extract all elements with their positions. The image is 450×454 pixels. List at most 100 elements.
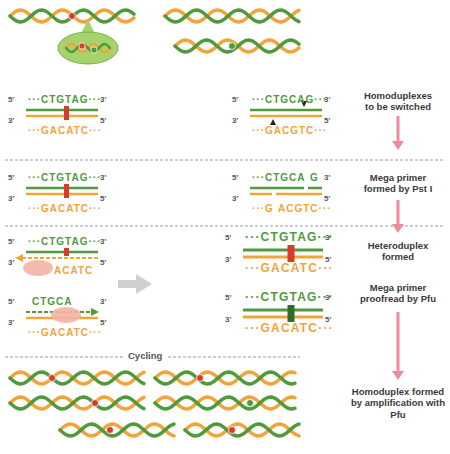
helix-strand xyxy=(175,40,299,52)
cut-site-marker xyxy=(270,119,276,125)
double-helix xyxy=(66,44,110,52)
double-helix xyxy=(155,372,295,384)
extension-arrow-head xyxy=(15,254,23,262)
step-arrow xyxy=(397,312,400,372)
strand-end-label: 5' xyxy=(232,96,238,104)
strand-end-label: 5' xyxy=(225,234,231,242)
sequence-text: ···GACATC··· xyxy=(28,328,102,339)
double-helix xyxy=(175,40,299,52)
mutation-dot xyxy=(92,400,99,407)
step-label: Mega primer proofread by Pfu xyxy=(354,282,442,305)
dna-strand xyxy=(250,187,304,190)
dna-strand xyxy=(26,251,98,254)
section-divider xyxy=(5,226,445,227)
mutation-dot xyxy=(49,375,56,382)
mismatch-mark xyxy=(288,305,295,322)
step-arrow xyxy=(397,116,400,142)
helix-strand xyxy=(60,424,174,436)
dna-strand xyxy=(26,193,98,196)
helix-strand xyxy=(175,40,299,52)
strand-end-label: 3' xyxy=(100,174,106,182)
sequence-text: ···CTGTAG··· xyxy=(28,95,101,106)
mismatch-mark xyxy=(64,248,69,256)
sequence-text: ···CTGCA xyxy=(252,173,306,184)
double-helix xyxy=(60,424,174,436)
mutation-dot xyxy=(79,43,85,49)
helix-strand xyxy=(165,10,299,22)
sequence-text: ACATC xyxy=(54,266,93,277)
step-arrow-head xyxy=(392,371,404,380)
extension-arrow-head xyxy=(91,308,99,316)
mismatch-mark xyxy=(288,245,295,262)
double-helix xyxy=(155,397,295,409)
dna-strand xyxy=(243,316,323,319)
dna-strand xyxy=(250,193,272,196)
sequence-text: ···GACATC··· xyxy=(245,262,334,275)
strand-end-label: 5' xyxy=(8,238,14,246)
step-arrow-head xyxy=(392,141,404,150)
helix-strand xyxy=(10,10,134,22)
sequence-text: ···CTGTAG··· xyxy=(28,237,101,248)
double-helix xyxy=(185,424,299,436)
helix-strand xyxy=(10,397,144,409)
helix-strand xyxy=(155,372,295,384)
strand-end-label: 5' xyxy=(100,319,106,327)
helix-strand xyxy=(155,372,295,384)
section-divider xyxy=(5,160,445,161)
helix-strand xyxy=(165,10,299,22)
double-helix xyxy=(10,397,144,409)
mismatch-mark xyxy=(64,106,69,120)
helix-strand xyxy=(66,44,110,52)
strand-end-label: 3' xyxy=(225,256,231,264)
strand-end-label: 3' xyxy=(8,117,14,125)
strand-end-label: 5' xyxy=(8,298,14,306)
dna-strand xyxy=(250,109,322,112)
strand-end-label: 5' xyxy=(324,117,330,125)
sequence-text: ···CTGCAG··· xyxy=(252,95,327,106)
sequence-text: ···CTGTAG··· xyxy=(28,173,101,184)
strand-end-label: 5' xyxy=(100,117,106,125)
step-arrow xyxy=(397,200,400,225)
mutation-dot xyxy=(107,427,114,434)
pfu-polymerase xyxy=(23,260,53,276)
zoom-bubble xyxy=(58,32,118,64)
helix-strand xyxy=(155,397,295,409)
sequence-text: ···GACATC··· xyxy=(28,204,102,215)
dna-strand xyxy=(26,109,98,112)
dna-strand xyxy=(26,115,98,118)
step-label: Homoduplex formed by amplification with … xyxy=(350,386,446,420)
section-divider xyxy=(5,357,124,358)
sequence-text: ···GACGTC··· xyxy=(252,126,327,137)
sequence-text: ···G xyxy=(252,204,274,215)
sequence-text: ACGTC··· xyxy=(278,204,332,215)
dna-strand xyxy=(22,257,98,259)
step-arrow-head xyxy=(392,224,404,233)
mutation-dot xyxy=(247,400,254,407)
step-label: Homoduplexes to be switched xyxy=(359,90,437,113)
strand-end-label: 3' xyxy=(232,195,238,203)
strand-end-label: 3' xyxy=(100,298,106,306)
dna-strand xyxy=(243,309,323,312)
mutation-dot xyxy=(197,375,204,382)
strand-end-label: 5' xyxy=(100,259,106,267)
dna-strand xyxy=(308,187,322,190)
double-helix xyxy=(10,10,134,22)
helix-strand xyxy=(66,44,110,52)
strand-end-label: 3' xyxy=(8,259,14,267)
strand-end-label: 3' xyxy=(325,294,331,302)
strand-end-label: 3' xyxy=(324,96,330,104)
sequence-text: ···CTGTAG··· xyxy=(245,291,333,304)
pfu-polymerase xyxy=(51,307,81,323)
helix-strand xyxy=(60,424,174,436)
helix-strand xyxy=(10,10,134,22)
helix-strand xyxy=(185,424,299,436)
dna-strand xyxy=(243,249,323,252)
strand-end-label: 5' xyxy=(225,294,231,302)
sequence-text: ···GACATC··· xyxy=(245,322,334,335)
strand-end-label: 5' xyxy=(100,195,106,203)
sequence-text: CTGCA xyxy=(32,297,73,308)
strand-end-label: 3' xyxy=(324,174,330,182)
helix-strand xyxy=(185,424,299,436)
